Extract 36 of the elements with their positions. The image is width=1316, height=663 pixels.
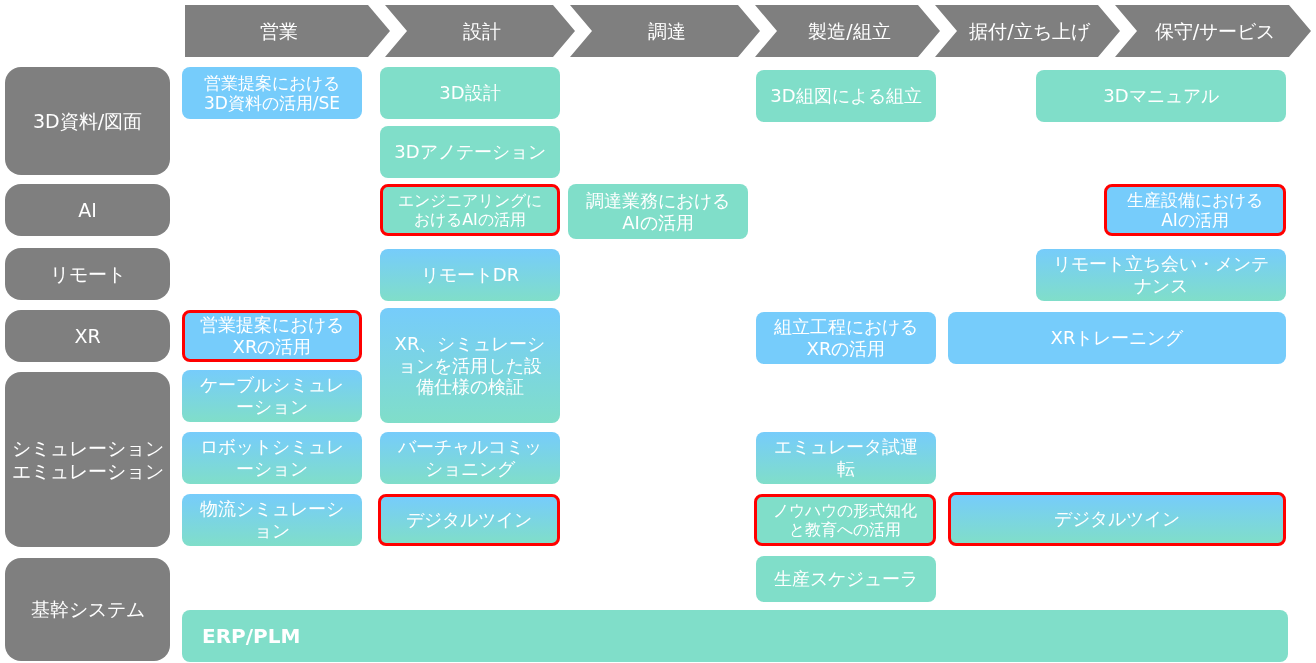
category-box: 3D資料/図面 <box>5 67 170 175</box>
initiative-card: 生産設備におけるAIの活用 <box>1104 184 1286 236</box>
stage-header: 調達 <box>570 5 760 57</box>
stage-header: 保守/サービス <box>1115 5 1311 57</box>
initiative-card: 生産スケジューラ <box>756 556 936 602</box>
initiative-card: 調達業務におけるAIの活用 <box>568 184 748 239</box>
stage-header: 営業 <box>185 5 390 57</box>
stage-header: 据付/立ち上げ <box>935 5 1120 57</box>
initiative-card: ケーブルシミュレーション <box>182 370 362 422</box>
stage-header: 設計 <box>385 5 575 57</box>
initiative-card: XRトレーニング <box>948 312 1286 364</box>
initiative-card: リモート立ち会い・メンテナンス <box>1036 249 1286 301</box>
initiative-card: デジタルツイン <box>948 492 1286 546</box>
stage-header: 製造/組立 <box>755 5 940 57</box>
initiative-card: 3Dマニュアル <box>1036 70 1286 122</box>
initiative-card: 3Dアノテーション <box>380 126 560 178</box>
category-box: 基幹システム <box>5 558 170 661</box>
system-bar: ERP/PLM <box>182 610 1288 662</box>
initiative-card: ロボットシミュレーション <box>182 432 362 484</box>
category-box: リモート <box>5 248 170 300</box>
initiative-card: エミュレータ試運転 <box>756 432 936 484</box>
initiative-card: リモートDR <box>380 249 560 301</box>
initiative-card: ノウハウの形式知化と教育への活用 <box>754 494 936 546</box>
initiative-card: エンジニアリングにおけるAIの活用 <box>380 184 560 236</box>
category-box: シミュレーションエミュレーション <box>5 372 170 547</box>
initiative-card: バーチャルコミッショニング <box>380 432 560 484</box>
initiative-card: 3D設計 <box>380 67 560 119</box>
initiative-card: XR、シミュレーションを活用した設備仕様の検証 <box>380 308 560 423</box>
category-box: AI <box>5 184 170 236</box>
initiative-card: 物流シミュレーション <box>182 494 362 546</box>
initiative-card: 営業提案における3D資料の活用/SE <box>182 67 362 119</box>
category-box: XR <box>5 310 170 362</box>
initiative-card: 組立工程におけるXRの活用 <box>756 312 936 364</box>
initiative-card: 営業提案におけるXRの活用 <box>182 310 362 362</box>
initiative-card: デジタルツイン <box>378 494 560 546</box>
initiative-card: 3D組図による組立 <box>756 70 936 122</box>
